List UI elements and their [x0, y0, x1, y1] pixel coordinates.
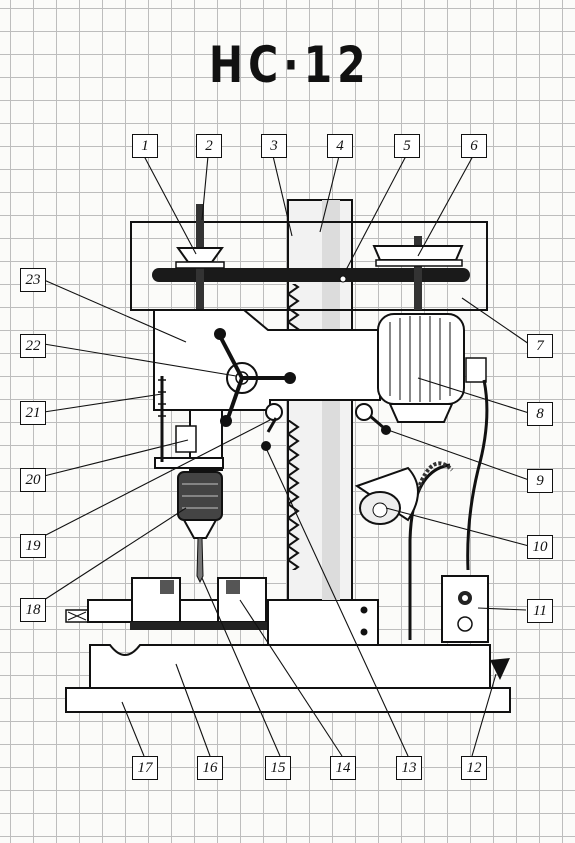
label-9: 9 — [527, 469, 553, 493]
drill-bit — [196, 537, 204, 584]
label-8: 8 — [527, 402, 553, 426]
feed-handle — [214, 328, 296, 427]
label-14: 14 — [330, 756, 356, 780]
spindle-pulley — [175, 204, 225, 310]
diagram-title: HC·12 — [208, 36, 371, 94]
belt-tension-knob — [355, 403, 373, 421]
motor — [377, 313, 487, 423]
clamp-knob — [265, 403, 283, 421]
column-rack — [288, 284, 300, 340]
belt-housing — [130, 221, 488, 311]
label-11: 11 — [527, 599, 553, 623]
label-16: 16 — [197, 756, 223, 780]
label-4: 4 — [327, 134, 353, 158]
label-13: 13 — [396, 756, 422, 780]
label-6: 6 — [461, 134, 487, 158]
label-18: 18 — [20, 598, 46, 622]
work-lamp — [354, 461, 454, 640]
label-5: 5 — [394, 134, 420, 158]
motor-pulley — [372, 236, 464, 310]
label-3: 3 — [261, 134, 287, 158]
label-20: 20 — [20, 468, 46, 492]
machine-bed — [89, 644, 491, 689]
label-23: 23 — [20, 268, 46, 292]
label-10: 10 — [527, 535, 553, 559]
depth-stop — [158, 376, 166, 462]
label-15: 15 — [265, 756, 291, 780]
leader-lines — [43, 155, 530, 757]
switch-knob — [490, 658, 510, 680]
label-7: 7 — [527, 334, 553, 358]
column-foot — [267, 599, 379, 646]
vise — [65, 577, 270, 630]
label-17: 17 — [132, 756, 158, 780]
drill-chuck — [177, 471, 223, 539]
control-box — [441, 575, 489, 643]
drive-belt — [152, 268, 470, 282]
base-plate — [65, 687, 511, 713]
label-21: 21 — [20, 401, 46, 425]
label-12: 12 — [461, 756, 487, 780]
label-22: 22 — [20, 334, 46, 358]
label-2: 2 — [196, 134, 222, 158]
label-19: 19 — [20, 534, 46, 558]
power-cable — [466, 379, 489, 571]
label-1: 1 — [132, 134, 158, 158]
